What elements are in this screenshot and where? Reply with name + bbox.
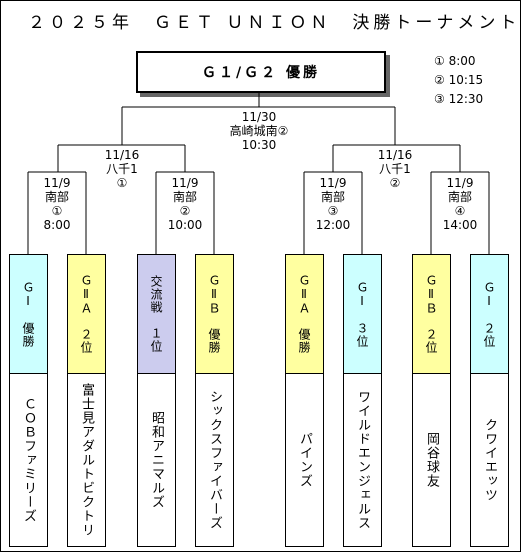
match-date: 11/16 — [377, 148, 413, 162]
match-time: 10:00 — [167, 218, 203, 232]
match-venue: 南部 — [320, 190, 345, 204]
match-date: 11/9 — [319, 176, 347, 190]
team-box: ＧⅡＢ 優勝 シックスファイバーズ — [195, 254, 234, 547]
match-slot: ① — [116, 176, 128, 190]
team-name: 富士見アダルトビクトリ — [79, 383, 94, 537]
match-slot: ② — [389, 176, 401, 190]
match-venue: 八千1 — [379, 162, 411, 176]
match-time: 12:00 — [315, 218, 351, 232]
match-time: 8:00 — [43, 218, 71, 232]
team-box: ＧⅡＡ ２位 富士見アダルトビクトリ — [67, 254, 106, 547]
match-venue: 南部 — [447, 190, 472, 204]
team-box: ＧⅡＢ ２位 岡谷球友 — [412, 254, 451, 547]
match-slot: ② — [179, 204, 191, 218]
legend-item: ① 8:00 — [434, 54, 476, 68]
team-name: クワイエッツ — [482, 418, 497, 502]
match-venue: 八千1 — [106, 162, 138, 176]
quarterfinal-1-label: 11/9 南部 ① 8:00 — [43, 176, 71, 232]
team-name: パインズ — [297, 432, 312, 488]
team-name: 岡谷球友 — [424, 432, 439, 488]
semifinal-right-label: 11/16 八千1 ② — [377, 148, 413, 190]
champion-box: Ｇ１/Ｇ２ 優勝 — [136, 51, 386, 93]
team-qualification: ＧⅡＡ ２位 — [68, 255, 105, 374]
match-venue: 高崎城南② — [229, 124, 289, 138]
team-name: ワイルドエンジェルス — [355, 390, 370, 530]
team-box: ＧⅠ 優勝 ＣＯＢファミリーズ — [9, 254, 48, 547]
team-qualification: ＧⅡＡ 優勝 — [286, 255, 323, 374]
match-venue: 南部 — [44, 190, 70, 204]
match-date: 11/9 — [446, 176, 474, 190]
match-slot: ④ — [454, 204, 466, 218]
match-date: 11/16 — [104, 148, 140, 162]
team-qualification: 交流戦 １位 — [138, 255, 175, 374]
match-date: 11/9 — [43, 176, 71, 190]
team-qualification: ＧⅠ ２位 — [471, 255, 508, 374]
team-box: ＧⅠ ２位 クワイエッツ — [470, 254, 509, 547]
time-legend: ① 8:00 ② 10:15 ③ 12:30 — [434, 52, 483, 109]
team-box: ＧⅡＡ 優勝 パインズ — [285, 254, 324, 547]
team-qualification: ＧⅠ 優勝 — [10, 255, 47, 374]
team-qualification: ＧⅡＢ ２位 — [413, 255, 450, 374]
legend-item: ② 10:15 — [434, 73, 484, 87]
match-date: 11/9 — [171, 176, 199, 190]
match-slot: ① — [51, 204, 63, 218]
quarterfinal-3-label: 11/9 南部 ③ 12:00 — [315, 176, 351, 232]
team-name: 昭和アニマルズ — [149, 411, 164, 509]
team-box: 交流戦 １位 昭和アニマルズ — [137, 254, 176, 547]
team-box: ＧⅠ ３位 ワイルドエンジェルス — [343, 254, 382, 547]
page-title: ２０２５年 ＧＥＴ ＵＮＩＯＮ 決勝トーナメント — [28, 13, 521, 33]
match-time: 10:30 — [241, 138, 277, 152]
match-slot: ③ — [327, 204, 339, 218]
legend-item: ③ 12:30 — [434, 92, 484, 106]
team-qualification: ＧⅡＢ 優勝 — [196, 255, 233, 374]
quarterfinal-2-label: 11/9 南部 ② 10:00 — [167, 176, 203, 232]
team-name: シックスファイバーズ — [207, 390, 222, 530]
team-qualification: ＧⅠ ３位 — [344, 255, 381, 374]
quarterfinal-4-label: 11/9 南部 ④ 14:00 — [442, 176, 478, 232]
match-venue: 南部 — [172, 190, 197, 204]
final-match-label: 11/30 高崎城南② 10:30 — [229, 110, 289, 152]
match-time: 14:00 — [442, 218, 478, 232]
semifinal-left-label: 11/16 八千1 ① — [104, 148, 140, 190]
team-name: ＣＯＢファミリーズ — [21, 397, 36, 523]
match-date: 11/30 — [241, 110, 277, 124]
